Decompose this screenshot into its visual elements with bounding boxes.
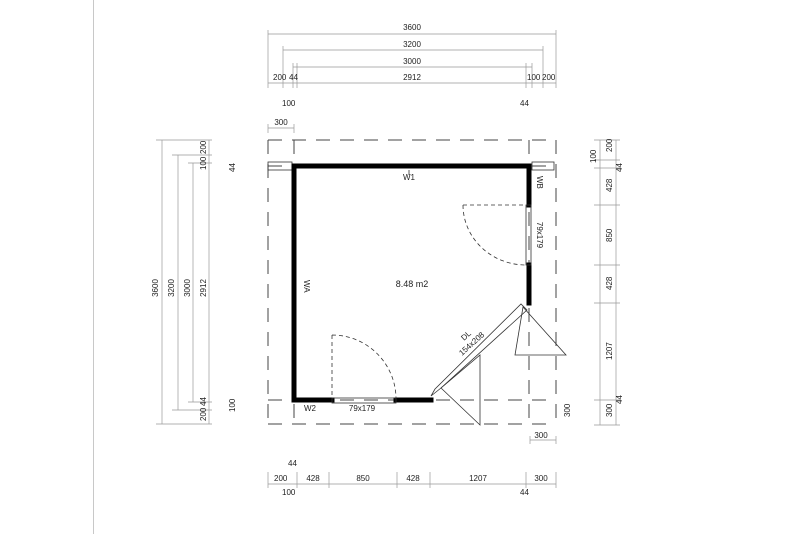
top-dim-inner: 3000 [403,57,421,66]
top-dim-seg-left-wall: 44 [289,73,298,82]
bottom-dim-under-left: 100 [282,488,296,497]
right-dim-d: 428 [605,178,614,192]
right-dimensions: 100 200 44 428 850 428 1207 300 300 44 3… [529,138,624,444]
top-dim-seg-right: 200 [542,73,556,82]
left-dim-corner-top: 300 [274,118,288,127]
left-dim-inner: 3000 [183,279,192,297]
bottom-dimensions: 44 200 428 850 428 1207 300 100 44 [267,459,557,497]
left-dim-bot-b: 44 [199,397,208,406]
top-dim-seg-left: 200 [273,73,287,82]
right-dim-f: 428 [605,276,614,290]
left-dim-outer: 3200 [167,279,176,297]
bottom-dim-s5: 1207 [469,474,487,483]
right-dim-a: 100 [589,149,598,163]
right-dim-e: 850 [605,228,614,242]
left-dim-bot-a: 200 [199,407,208,421]
top-dimensions: 3600 3200 3000 200 44 2912 100 200 100 4… [267,23,557,108]
top-dim-outer: 3200 [403,40,421,49]
right-dim-b: 200 [605,138,614,152]
bottom-dim-top-44: 44 [288,459,297,468]
right-dim-k: 300 [534,431,548,440]
bottom-dim-s1: 200 [274,474,288,483]
left-dim-center: 2912 [199,279,208,297]
right-dim-j: 44 [615,395,624,404]
wall-tags: W1 WB WA W2 [302,170,544,413]
door-swing-bottom [331,334,397,399]
right-dim-h: 300 [605,403,614,417]
bottom-dim-under-right: 44 [520,488,529,497]
bottom-dim-s2: 428 [306,474,320,483]
left-dim-bot-c: 100 [228,398,237,412]
bottom-dim-s4: 428 [406,474,420,483]
top-dim-seg-center: 2912 [403,73,421,82]
walls [291,163,532,403]
window-bottom: 79x179 [331,397,397,413]
wall-tag-wa: WA [302,280,311,293]
left-dim-top-a: 100 [199,156,208,170]
top-dim-seg-right-wall: 100 [527,73,541,82]
window-right-label: 79x179 [535,222,544,249]
double-door: DL 154x208 [430,303,567,426]
page-edge-line [93,0,94,534]
right-dim-i: 300 [563,403,572,417]
top-dim-under-right: 44 [520,99,529,108]
left-dim-overall: 3600 [151,279,160,297]
left-dim-top-b: 200 [199,140,208,154]
wall-tag-wb: WB [535,176,544,189]
top-dim-under-left: 100 [282,99,296,108]
top-dim-overall: 3600 [403,23,421,32]
wall-tag-w1: W1 [403,173,416,182]
left-dim-top-c: 44 [228,163,237,172]
left-dimensions: 3600 3200 3000 2912 100 200 44 200 44 10… [151,118,295,425]
bottom-dim-s3: 850 [356,474,370,483]
right-dim-c: 44 [615,163,624,172]
right-dim-g: 1207 [605,342,614,360]
window-bottom-label: 79x179 [349,404,376,413]
door-swing-right [462,204,527,266]
area-label: 8.48 m2 [396,279,429,289]
wall-tag-w2: W2 [304,404,317,413]
bottom-dim-s6: 300 [534,474,548,483]
window-right: 79x179 [525,204,544,266]
